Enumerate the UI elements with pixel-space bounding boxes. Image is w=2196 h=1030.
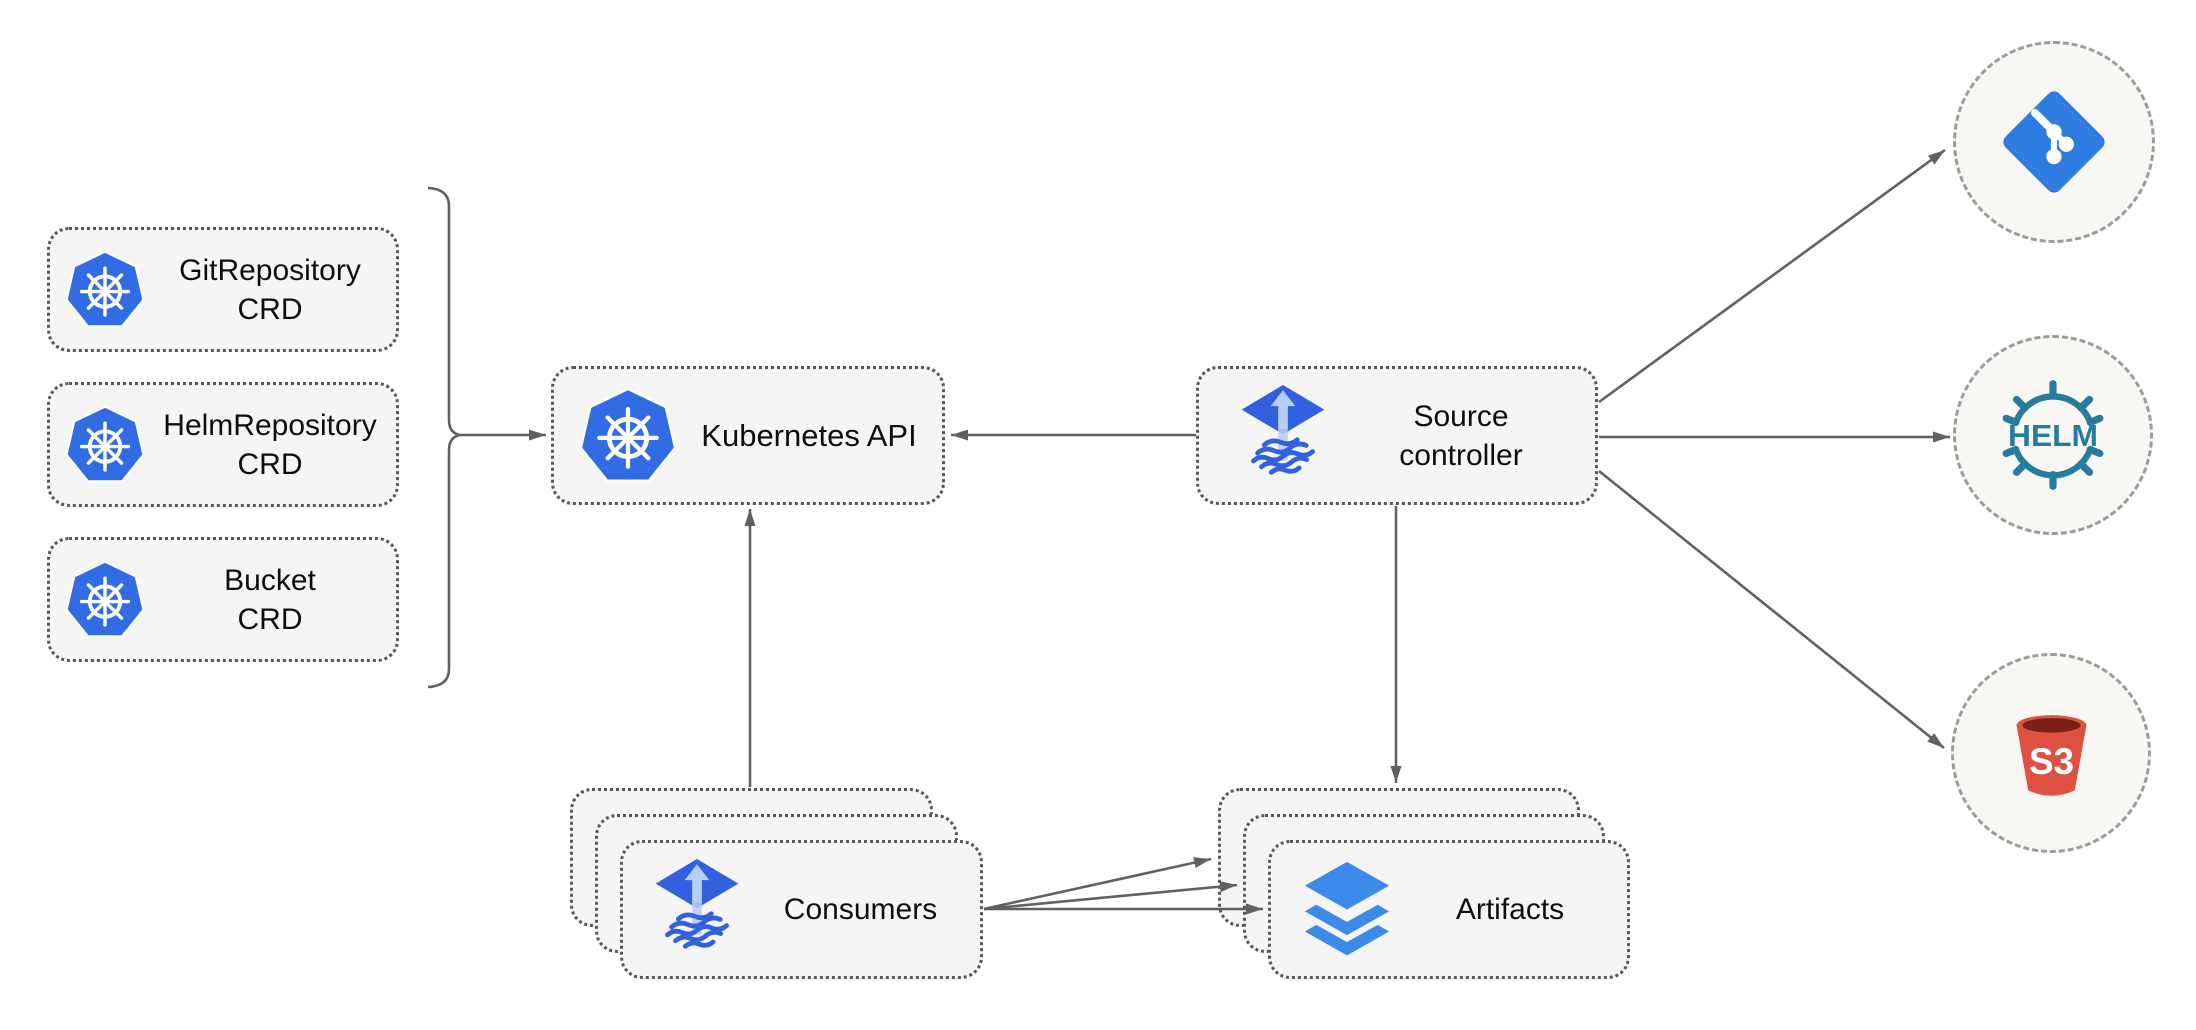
flux-icon bbox=[1241, 384, 1325, 475]
node-bucket-crd[interactable]: Bucket CRD bbox=[47, 537, 399, 662]
external-helm-repository[interactable]: HELM bbox=[1953, 335, 2153, 535]
edge-source-to-s3 bbox=[1598, 469, 1945, 750]
helm-icon: HELM bbox=[2002, 380, 2104, 490]
node-gitrepository-crd[interactable]: GitRepository CRD bbox=[47, 227, 399, 352]
edge-consumers-to-artifacts-2 bbox=[983, 881, 1238, 911]
kubernetes-icon bbox=[66, 405, 144, 482]
s3-bucket-icon: S3 bbox=[2016, 714, 2086, 796]
helm-logo-text: HELM bbox=[2008, 419, 2098, 453]
kubernetes-icon bbox=[66, 250, 144, 327]
node-helmrepository-crd[interactable]: HelmRepository CRD bbox=[47, 382, 399, 507]
node-label: Kubernetes API bbox=[701, 418, 917, 453]
node-label: HelmRepository CRD bbox=[163, 408, 377, 481]
edge-source-to-git bbox=[1598, 148, 1946, 404]
s3-logo-text: S3 bbox=[2028, 740, 2073, 781]
external-s3-bucket[interactable]: S3 bbox=[1951, 653, 2151, 853]
node-kubernetes-api[interactable]: Kubernetes API bbox=[551, 366, 945, 505]
git-icon bbox=[2003, 91, 2105, 193]
node-source-controller[interactable]: Source controller bbox=[1196, 366, 1598, 505]
node-label: Consumers bbox=[783, 893, 938, 926]
node-label: Artifacts bbox=[1455, 893, 1565, 926]
layers-icon bbox=[1304, 861, 1390, 956]
crd-group-bracket bbox=[427, 186, 461, 689]
node-artifacts[interactable]: Artifacts bbox=[1268, 840, 1630, 979]
node-label: Source controller bbox=[1399, 399, 1523, 472]
node-label: GitRepository CRD bbox=[179, 253, 361, 326]
flux-icon bbox=[655, 858, 739, 949]
node-label: Bucket CRD bbox=[224, 563, 316, 636]
kubernetes-icon bbox=[580, 387, 676, 482]
external-git-repository[interactable] bbox=[1953, 41, 2155, 243]
edge-consumers-to-artifacts-1 bbox=[983, 857, 1212, 911]
node-consumers[interactable]: Consumers bbox=[620, 840, 983, 979]
kubernetes-icon bbox=[66, 560, 144, 637]
